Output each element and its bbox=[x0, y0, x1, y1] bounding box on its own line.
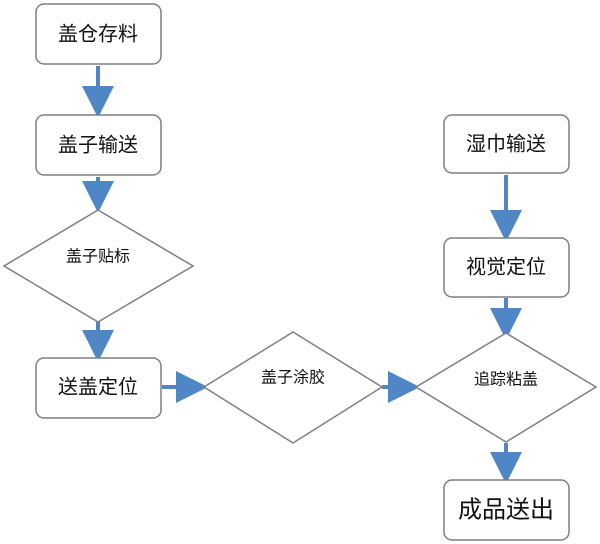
node-cap-labeling: 盖子贴标 bbox=[2, 209, 195, 323]
node-cap-storage-label: 盖仓存料 bbox=[58, 22, 138, 46]
node-wipe-conveying: 湿巾输送 bbox=[443, 114, 570, 174]
node-tracking-capping: 追踪粘盖 bbox=[414, 332, 598, 443]
node-cap-labeling-label: 盖子贴标 bbox=[66, 247, 130, 266]
node-wipe-conveying-label: 湿巾输送 bbox=[466, 132, 546, 156]
node-cap-conveying-label: 盖子输送 bbox=[58, 133, 138, 157]
node-visual-positioning-label: 视觉定位 bbox=[466, 255, 546, 279]
node-cap-gluing: 盖子涂胶 bbox=[202, 331, 384, 444]
node-visual-positioning: 视觉定位 bbox=[443, 237, 570, 298]
node-cap-conveying: 盖子输送 bbox=[35, 114, 162, 176]
connectors bbox=[82, 66, 522, 484]
node-finished-output-label: 成品送出 bbox=[458, 496, 554, 524]
node-tracking-capping-label: 追踪粘盖 bbox=[474, 370, 538, 389]
node-cap-storage: 盖仓存料 bbox=[35, 3, 162, 65]
node-cap-gluing-label: 盖子涂胶 bbox=[261, 368, 325, 387]
node-cap-positioning: 送盖定位 bbox=[35, 357, 162, 419]
node-finished-output: 成品送出 bbox=[443, 479, 570, 541]
node-cap-positioning-label: 送盖定位 bbox=[58, 375, 138, 399]
